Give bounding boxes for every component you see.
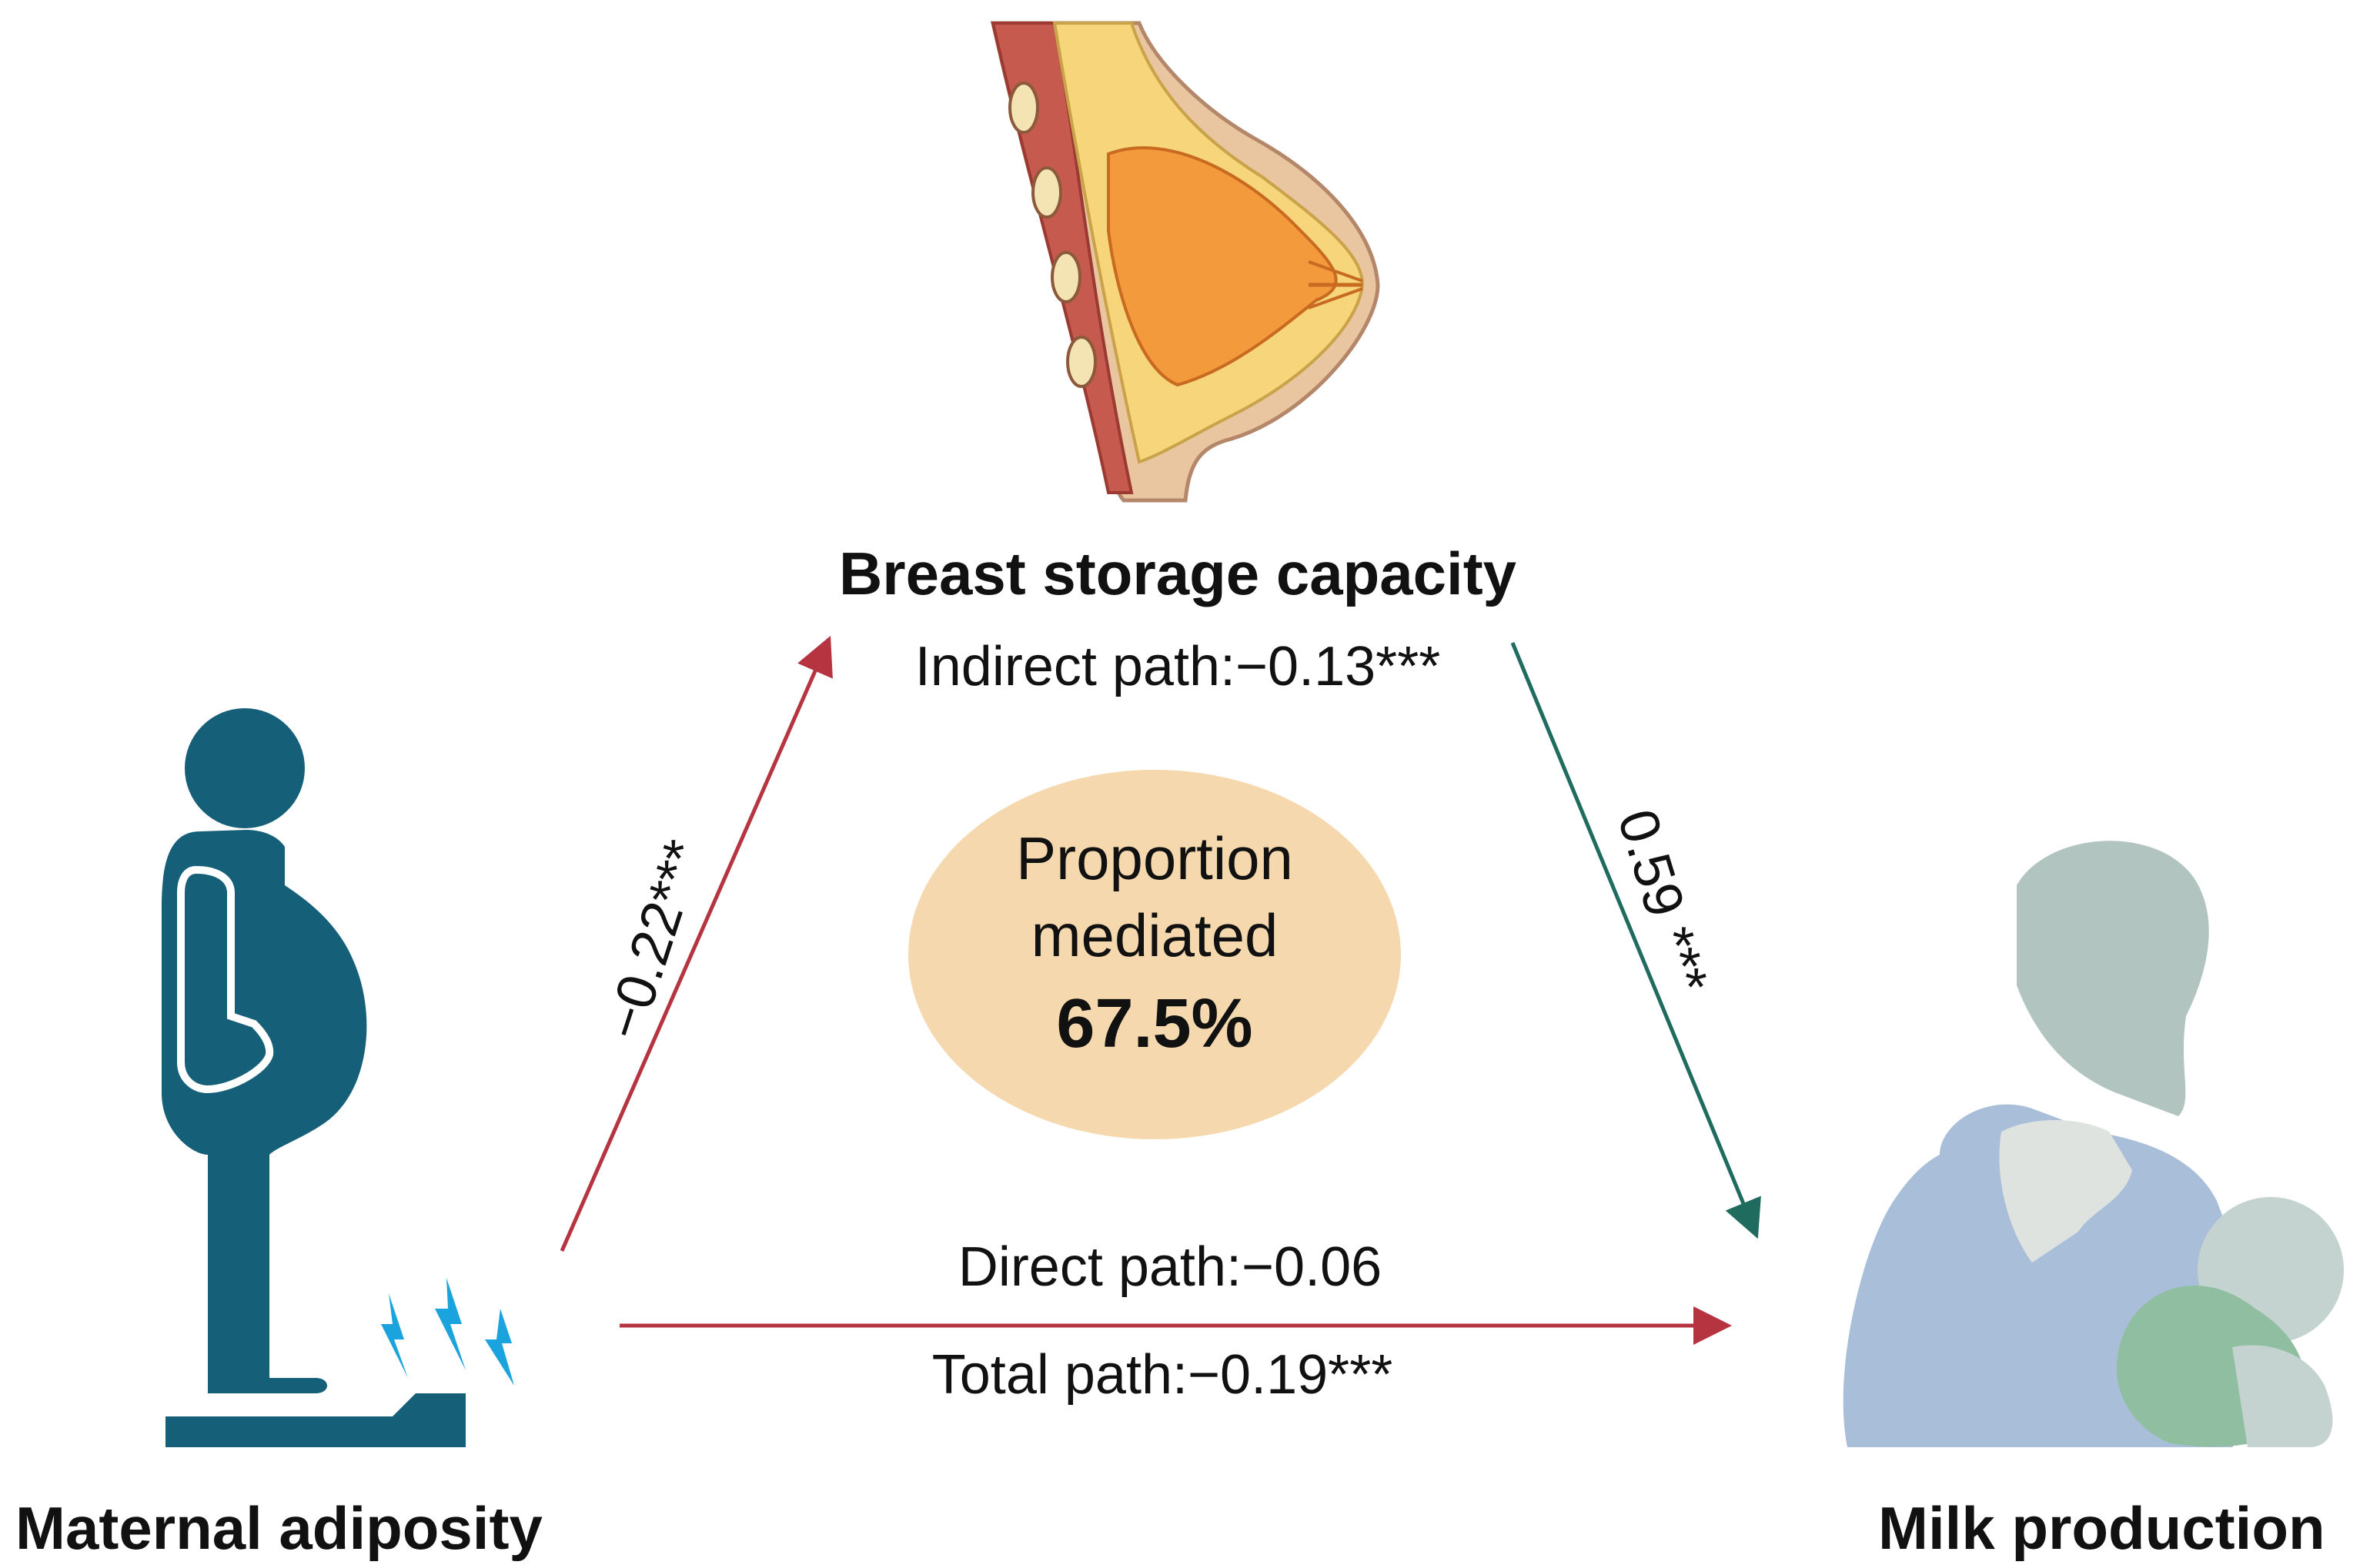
proportion-label-line2: mediated	[1031, 901, 1279, 969]
mediation-ellipse	[908, 770, 1401, 1139]
exposure-title: Maternal adiposity	[15, 1494, 543, 1562]
pregnant-woman-on-scale-icon	[162, 708, 514, 1447]
proportion-value: 67.5%	[1056, 985, 1253, 1062]
lightning-icon	[381, 1293, 408, 1378]
outcome-title: Milk production	[1878, 1494, 2325, 1562]
path-b-arrow	[1510, 642, 1761, 1239]
path-a-arrow	[560, 635, 833, 1252]
breast-anatomy-icon	[990, 21, 1380, 503]
proportion-label-line1: Proportion	[1016, 824, 1293, 892]
lightning-icon	[435, 1278, 466, 1370]
proportion-mediated: Proportion mediated 67.5%	[908, 820, 1401, 1074]
total-path-label: Total path:−0.19***	[931, 1344, 1393, 1406]
mediator-title: Breast storage capacity	[838, 540, 1517, 607]
lightning-icon	[485, 1309, 514, 1386]
direct-path-label: Direct path:−0.06	[958, 1236, 1382, 1298]
breastfeeding-mother-icon	[1843, 841, 2344, 1447]
indirect-path-label: Indirect path:−0.13***	[914, 636, 1441, 697]
